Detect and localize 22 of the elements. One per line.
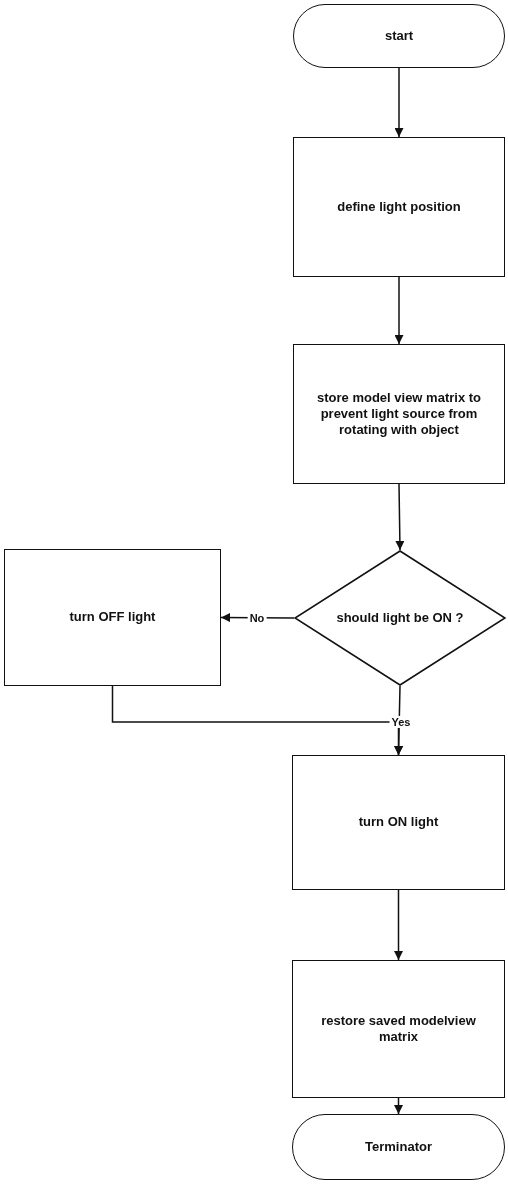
arrow [394,67,404,138]
arrow [395,483,405,551]
node-text: turn ON light [357,814,440,831]
process-box [292,960,505,1098]
process-box [293,344,505,484]
node-text: store model view matrix to prevent light source from rotating with object [316,389,482,439]
node-text: Terminator [364,1138,433,1156]
decision-diamond [294,550,506,686]
arrow [394,1097,403,1115]
arrow [394,276,404,345]
edge-label: No [247,611,267,625]
node-text: start [383,27,415,45]
process-box [292,755,505,890]
process-box [293,137,505,277]
node-text: restore saved modelview matrix [320,1012,477,1046]
arrow [111,685,403,756]
node-text: should light be ON ? [335,609,465,627]
edge-label: Yes [389,715,413,729]
node-text: define light position [336,198,462,216]
node-text: turn OFF light [68,609,157,626]
process-box [4,549,221,686]
arrow [394,889,403,961]
